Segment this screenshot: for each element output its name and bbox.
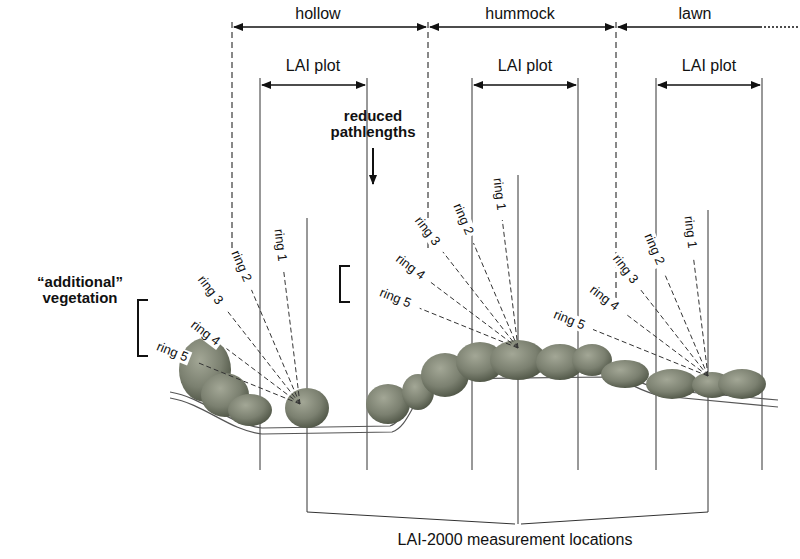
ring-label: ring 3 (410, 213, 444, 251)
zone-label: hollow (293, 5, 342, 23)
ring-label: ring 2 (450, 200, 477, 239)
plot-boundaries (260, 78, 762, 470)
ring-label: ring 2 (228, 246, 255, 285)
vegetation (179, 338, 766, 428)
ring-label: ring 5 (152, 339, 191, 366)
ring-label: ring 1 (681, 213, 700, 251)
ring-sightline (431, 282, 518, 348)
ring-label: ring 4 (391, 250, 429, 283)
plot-label: LAI plot (284, 57, 342, 75)
ring-sightline (196, 362, 300, 404)
ring-label: ring 5 (549, 306, 588, 333)
zone-boundaries (232, 22, 616, 300)
ring-label: ring 3 (608, 251, 642, 289)
ring-sightline (593, 330, 708, 377)
zone-arrows (234, 26, 800, 27)
zone-label: hummock (483, 5, 556, 23)
pointer-arrow (372, 148, 374, 184)
plot-label: LAI plot (496, 57, 554, 75)
ring-sightlines (196, 220, 708, 404)
ring-label: ring 1 (271, 226, 290, 264)
annotation: reduced pathlengths (319, 108, 427, 141)
ring-label: ring 2 (640, 229, 667, 268)
plot-arrows (262, 84, 760, 85)
ring-label: ring 1 (490, 175, 509, 213)
ring-sightline (443, 252, 518, 348)
ring-label: ring 4 (585, 281, 623, 314)
plot-label: LAI plot (680, 57, 738, 75)
ring-sightline (420, 308, 518, 348)
annotation: “additional” vegetation (26, 274, 134, 307)
ring-label: ring 3 (194, 271, 228, 309)
ring-sightline (284, 271, 300, 404)
ring-sightline (641, 290, 708, 376)
ring-label: ring 5 (376, 285, 415, 312)
ring-sightline (227, 310, 300, 404)
ring-sightline (227, 349, 301, 404)
zone-label: lawn (677, 5, 714, 23)
axis-label: LAI-2000 measurement locations (396, 531, 635, 549)
measurement-lines (307, 175, 708, 524)
ring-sightline (625, 313, 708, 376)
